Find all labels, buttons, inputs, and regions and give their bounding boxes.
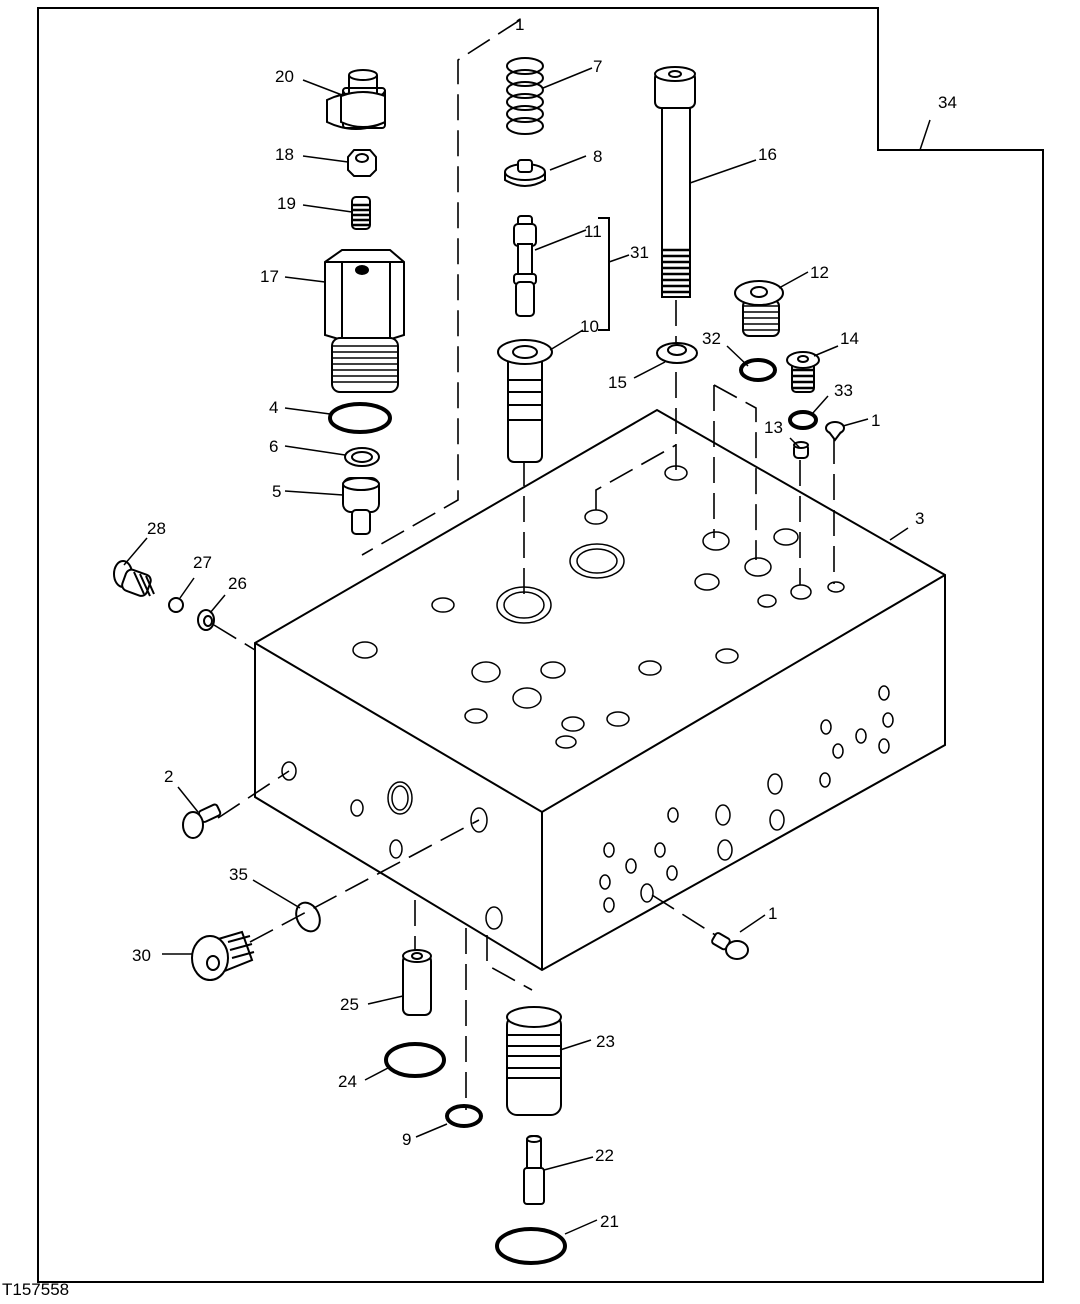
part-30-plug [191, 930, 255, 981]
part-21-o-ring [495, 1227, 567, 1265]
callout-11: 11 [584, 222, 602, 241]
part-22-pin [523, 1135, 545, 1205]
part-9-o-ring [445, 1104, 483, 1128]
callout-21: 21 [600, 1212, 619, 1231]
bracket-31 [598, 217, 610, 331]
part-5-poppet [342, 477, 380, 535]
callout-1-right: 1 [871, 411, 880, 430]
callout-13: 13 [764, 418, 783, 437]
callout-34: 34 [938, 93, 957, 112]
part-1-plug-bottom [711, 932, 749, 960]
callout-23: 23 [596, 1032, 615, 1051]
callout-35: 35 [229, 865, 248, 884]
callout-20: 20 [275, 67, 294, 86]
callout-25: 25 [340, 995, 359, 1014]
callout-19: 19 [277, 194, 296, 213]
figure-id: T157558 [2, 1280, 70, 1299]
part-24-o-ring [384, 1042, 446, 1078]
callout-32: 32 [702, 329, 721, 348]
callout-30: 30 [132, 946, 151, 965]
part-4-o-ring [328, 402, 392, 434]
callout-8: 8 [593, 147, 602, 166]
callout-31: 31 [630, 243, 649, 262]
callout-6: 6 [269, 437, 278, 456]
part-14-plug [786, 351, 820, 393]
part-20-cap [326, 69, 386, 130]
part-15-washer [656, 342, 698, 364]
part-35-o-ring [295, 901, 321, 933]
callout-10: 10 [580, 317, 599, 336]
callout-26: 26 [228, 574, 247, 593]
callout-24: 24 [338, 1072, 357, 1091]
callout-7: 7 [593, 57, 602, 76]
part-17-relief-valve-body [324, 249, 405, 393]
callout-14: 14 [840, 329, 859, 348]
callout-2: 2 [164, 767, 173, 786]
part-1-plug-top [825, 421, 845, 442]
valve-housing [254, 408, 946, 972]
part-13-orifice [793, 441, 809, 459]
part-18-nut [347, 149, 377, 177]
part-19-set-screw [351, 196, 371, 230]
callout-27: 27 [193, 553, 212, 572]
callout-17: 17 [260, 267, 279, 286]
callout-5: 5 [272, 482, 281, 501]
callout-12: 12 [810, 263, 829, 282]
callout-3: 3 [915, 509, 924, 528]
part-2-plug [182, 803, 222, 839]
part-8-spring-seat [504, 159, 546, 187]
callout-18: 18 [275, 145, 294, 164]
callout-15: 15 [608, 373, 627, 392]
part-11-spool [513, 215, 537, 317]
part-16-cap-screw [654, 66, 696, 298]
callout-33: 33 [834, 381, 853, 400]
leader-lines [123, 67, 931, 1235]
callout-22: 22 [595, 1146, 614, 1165]
part-6-backup-ring [344, 447, 380, 467]
part-28-plug [113, 560, 155, 597]
part-12-plug [734, 280, 784, 337]
assembly-lines [213, 19, 835, 1110]
assembly-border [37, 7, 1044, 1283]
callout-1-top: 1 [515, 15, 524, 34]
part-33-o-ring [788, 410, 818, 430]
callout-4: 4 [269, 398, 278, 417]
part-7-spring [506, 57, 544, 135]
part-27-ball [168, 597, 184, 613]
callout-28: 28 [147, 519, 166, 538]
callout-labels: 20 18 19 17 4 6 5 1 7 8 11 31 10 16 12 3… [132, 15, 957, 1231]
part-32-o-ring [739, 358, 777, 382]
callout-9: 9 [402, 1130, 411, 1149]
part-26-backup-ring [197, 609, 215, 631]
callout-16: 16 [758, 145, 777, 164]
callout-1-bottom: 1 [768, 904, 777, 923]
part-23-piston [506, 1006, 562, 1116]
part-25-sleeve [402, 949, 432, 1016]
part-10-sleeve [497, 339, 553, 463]
